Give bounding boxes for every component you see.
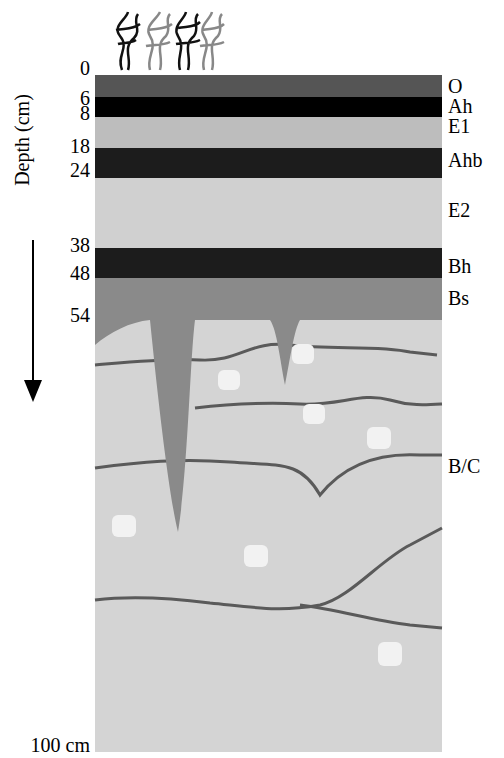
horizon-label: B/C xyxy=(448,456,480,476)
bc-horizon-fill xyxy=(95,318,442,752)
depth-value: 8 xyxy=(80,103,90,123)
layer-lines xyxy=(95,344,442,628)
horizon-label: Bh xyxy=(448,256,471,276)
horizon-band: Bs xyxy=(95,278,442,320)
depth-value: 0 xyxy=(80,58,90,78)
horizon-label: E1 xyxy=(448,116,470,136)
horizon-label: Ah xyxy=(448,96,472,116)
depth-value: 24 xyxy=(70,160,90,180)
horizon-band: E1 xyxy=(95,117,442,148)
horizon-label: E2 xyxy=(448,200,470,220)
horizon-band: Ah xyxy=(95,97,442,117)
depth-value: 38 xyxy=(70,235,90,255)
horizon-label: Bs xyxy=(448,288,469,308)
plants xyxy=(116,12,224,70)
horizon-label: Ahb xyxy=(448,150,482,170)
arrow-head xyxy=(24,380,42,402)
depth-value: 54 xyxy=(70,305,90,325)
horizon-band: Bh xyxy=(95,248,442,278)
depth-value: 18 xyxy=(70,136,90,156)
depth-value: 48 xyxy=(70,263,90,283)
depth-arrow xyxy=(32,240,34,385)
axis-title: Depth (cm) xyxy=(12,94,32,186)
horizon-band: Ahb xyxy=(95,148,442,178)
horizon-band: O xyxy=(95,75,442,97)
depth-value: 100 cm xyxy=(31,735,90,755)
horizon-label: O xyxy=(448,76,462,96)
stones xyxy=(112,344,402,666)
horizon-band: B/C xyxy=(95,320,442,752)
horizon-band: E2 xyxy=(95,178,442,248)
bs-horizon-fill xyxy=(95,278,442,532)
